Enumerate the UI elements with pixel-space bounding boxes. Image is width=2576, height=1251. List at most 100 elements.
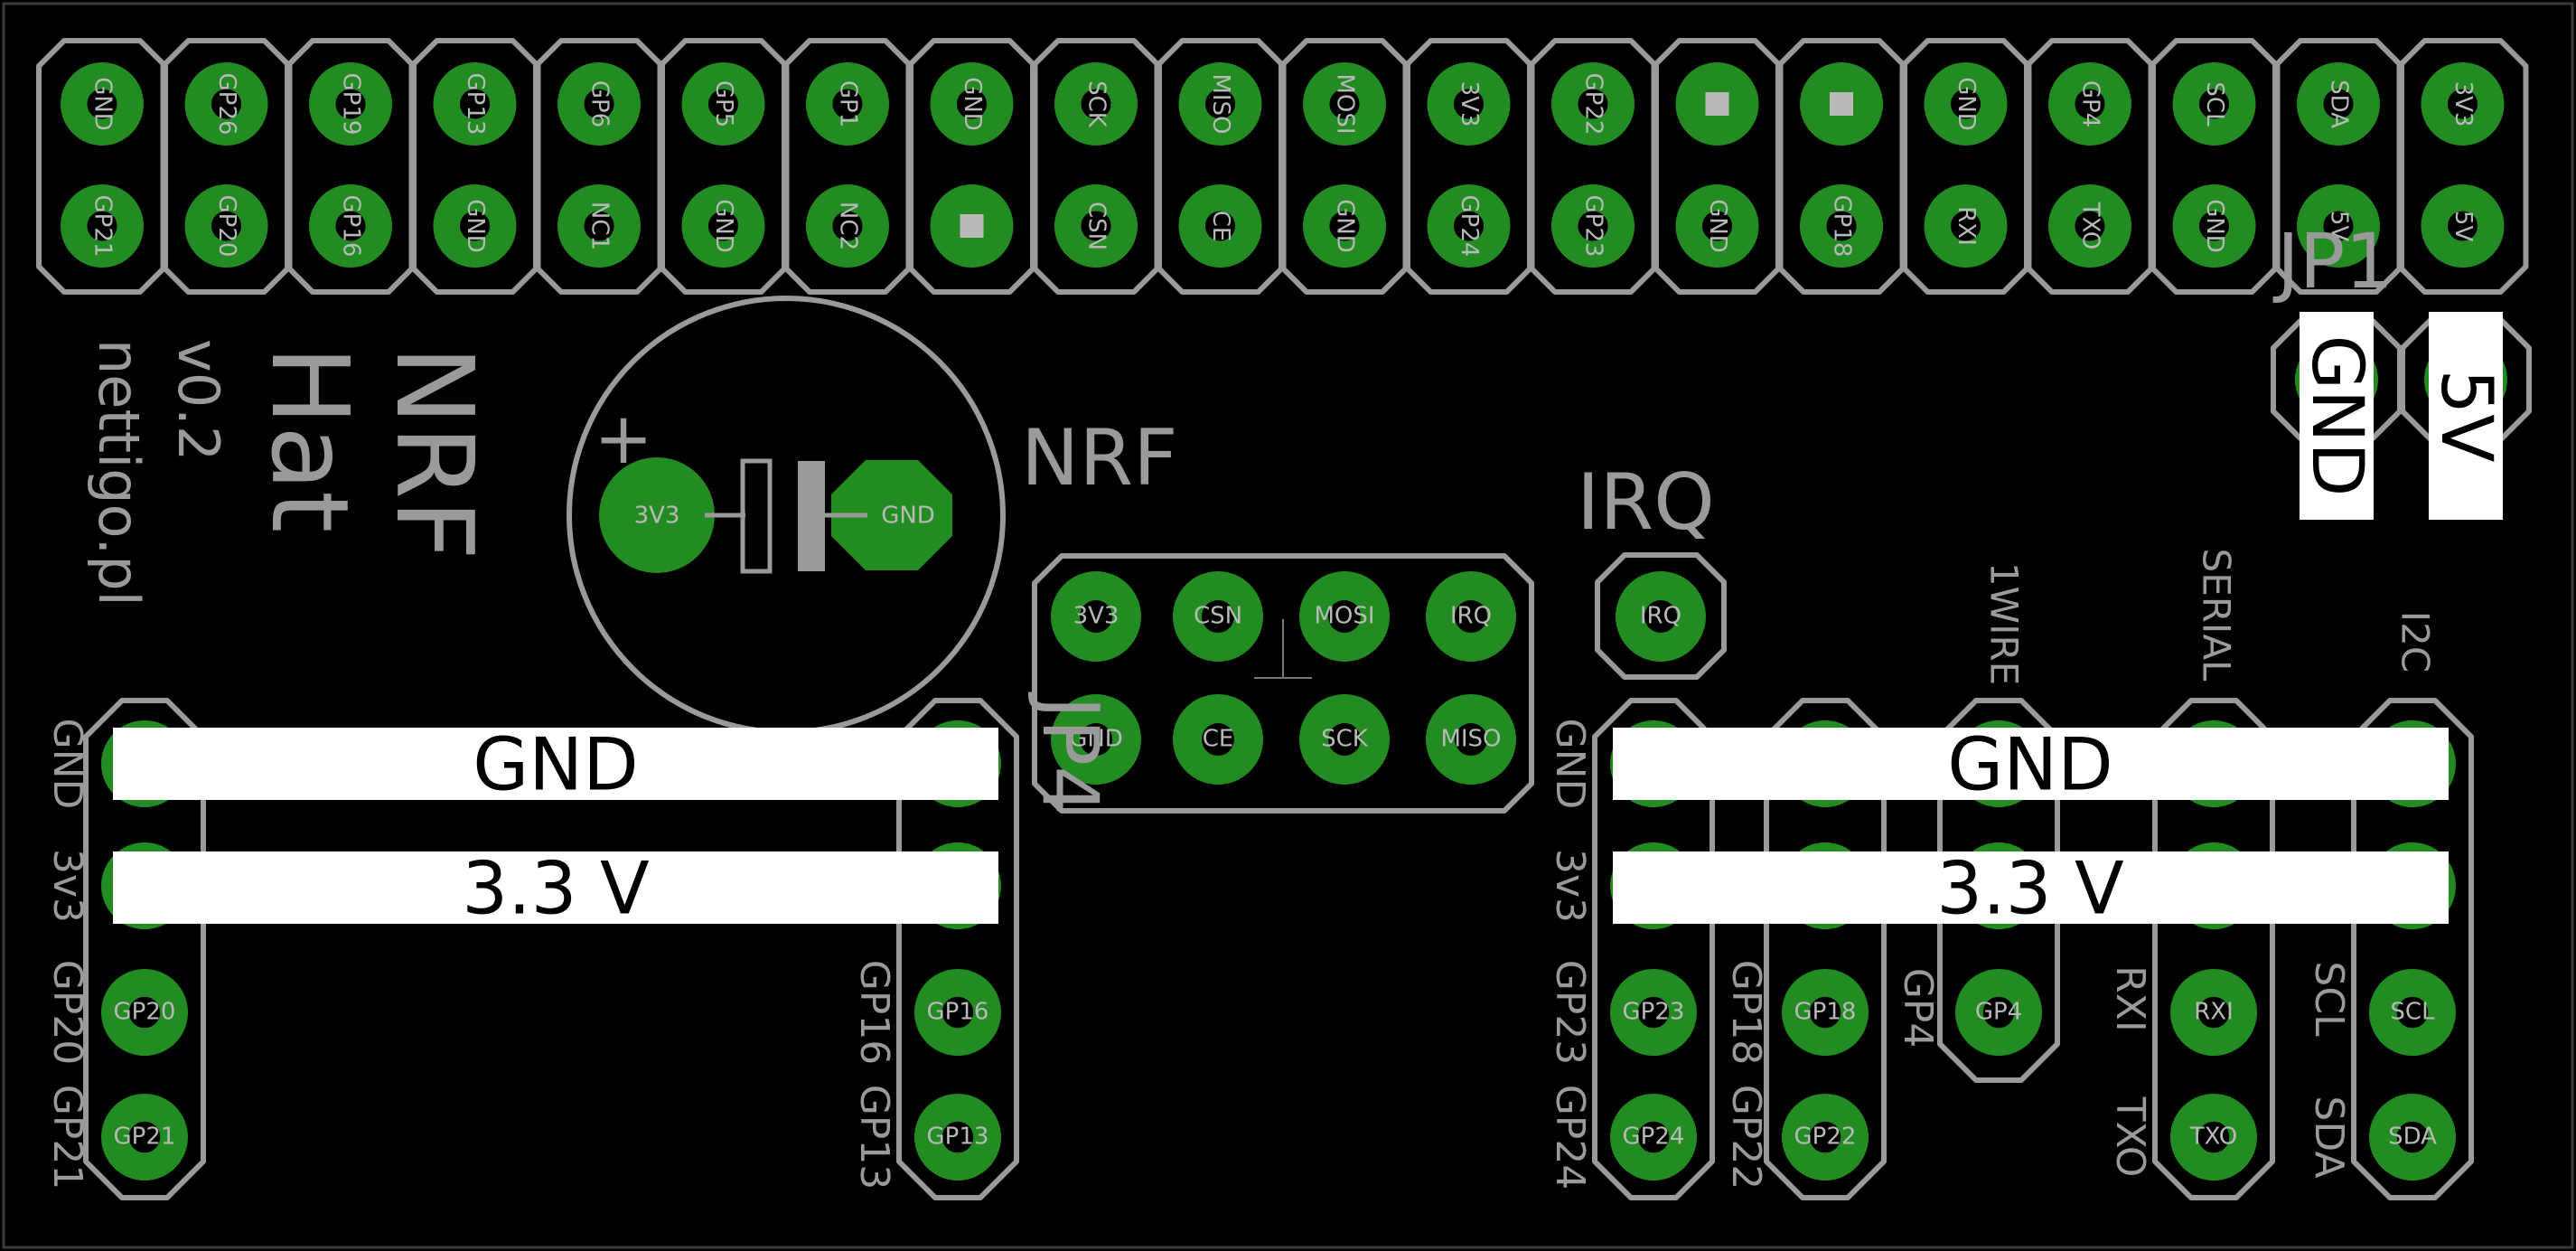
jp1-column-outline-13 bbox=[1527, 38, 1659, 295]
jp1-column-outline-15 bbox=[1775, 38, 1907, 295]
jp1-pad-top-4-drill bbox=[459, 89, 491, 119]
nrf-pin-row2-3: SCK bbox=[1321, 726, 1369, 753]
left-header-col1-outline bbox=[83, 698, 206, 1200]
right-label-gp22: GP22 bbox=[1723, 1085, 1769, 1190]
right-group-label-i2c: I2C bbox=[2393, 611, 2438, 673]
jp1-5v-label-bar bbox=[2429, 312, 2503, 520]
board-version: v0.2 bbox=[165, 339, 231, 461]
jp1-pad-top-1-drill bbox=[87, 89, 117, 119]
jp1-pin-bottom-4: GND bbox=[462, 199, 489, 253]
jp1-pin-bottom-6: GND bbox=[710, 199, 737, 253]
jp1-column-outline-9 bbox=[1030, 38, 1162, 295]
right-pad-col4-3-drill bbox=[2197, 996, 2230, 1029]
jp1-pad-bottom-15-drill bbox=[1826, 211, 1857, 241]
jp1-pad-top-8-drill bbox=[956, 89, 988, 119]
jp1-column-outline-12 bbox=[1402, 38, 1535, 295]
jp1-pin-top-9: SCK bbox=[1083, 80, 1110, 128]
jp1-pin-top-5: GP6 bbox=[586, 80, 614, 127]
right-pin-gp24: GP24 bbox=[1623, 1124, 1685, 1151]
jp1-column-outline-5 bbox=[533, 38, 665, 295]
jp1-5v-label: 5V bbox=[2425, 370, 2506, 463]
board-website: nettigo.pl bbox=[86, 339, 152, 607]
nrf-title: NRF bbox=[1021, 413, 1178, 503]
left-right-label-gp13: GP13 bbox=[851, 1085, 897, 1190]
jp1-pin-top-4: GP13 bbox=[462, 73, 489, 136]
left-3v3-bar bbox=[113, 851, 998, 924]
nrf-pad-row2-2-drill bbox=[1202, 723, 1234, 756]
right-pin-gp22: GP22 bbox=[1794, 1124, 1857, 1151]
jp1-pad-top-17-drill bbox=[2075, 89, 2105, 119]
jp1-pin-bottom-15: GP18 bbox=[1829, 195, 1856, 258]
jp1-column-outline-11 bbox=[1279, 38, 1410, 295]
right-3v3-bar bbox=[1613, 851, 2449, 924]
jp1-pin-top-11: MOSI bbox=[1332, 73, 1359, 134]
jp1-pad-bottom-14-drill bbox=[1701, 211, 1733, 241]
jp1-pad-bottom-2-drill bbox=[211, 211, 242, 241]
jp1-column-outline-4 bbox=[408, 38, 541, 295]
jp1-pad-top-11-drill bbox=[1329, 89, 1360, 119]
jp1-pin-top-13: GP22 bbox=[1580, 73, 1607, 136]
nrf-pad-row1-1-drill bbox=[1080, 600, 1112, 633]
left-pin-gp20: GP20 bbox=[114, 999, 176, 1026]
jp1-pad-bottom-17-drill bbox=[2075, 211, 2105, 241]
jp1-pin-top-16: GND bbox=[1953, 77, 1980, 131]
right-side-label-1: GND bbox=[1547, 719, 1593, 810]
nrf-pad-row2-1-drill bbox=[1080, 723, 1112, 756]
jp1-column-outline-20 bbox=[2396, 38, 2529, 295]
nrf-pin-row1-3: MOSI bbox=[1314, 603, 1374, 630]
jp1-column-outline-10 bbox=[1154, 38, 1287, 295]
right-label-scl: SCL bbox=[2306, 961, 2352, 1037]
capacitor-plate-positive bbox=[740, 458, 773, 574]
capacitor: + 3V3 GND bbox=[567, 296, 1006, 735]
jp1-pad-bottom-4-drill bbox=[459, 211, 491, 241]
nrf-pin-row1-1: 3V3 bbox=[1073, 603, 1119, 630]
jp1-pad-bottom-18-drill bbox=[2198, 211, 2230, 241]
jp1-pad-bottom-13-drill bbox=[1578, 211, 1608, 241]
jp1-column-outline-17 bbox=[2024, 38, 2156, 295]
capacitor-pin2-label: GND bbox=[881, 503, 935, 530]
jp1-pin-bottom-9: CSN bbox=[1083, 202, 1110, 250]
jp1-pin-top-6: GP5 bbox=[710, 80, 737, 127]
jp1-column-outline-18 bbox=[2148, 38, 2281, 295]
capacitor-pin1-label: 3V3 bbox=[634, 503, 680, 530]
jp1-pad-bottom-16-drill bbox=[1950, 211, 1981, 241]
left-gnd-bar-label: GND bbox=[473, 723, 638, 807]
right-group-label-1wire: 1WIRE bbox=[1982, 562, 2027, 685]
jp1-column-outline-7 bbox=[782, 38, 913, 295]
nrf-pin-row1-2: CSN bbox=[1194, 603, 1242, 630]
jp1-pad-top-14-square-mark bbox=[1705, 92, 1729, 116]
right-label-txo: TXO bbox=[2107, 1096, 2153, 1178]
left-gnd-bar bbox=[113, 728, 998, 800]
jp1-pin-top-12: 3V3 bbox=[1456, 81, 1483, 127]
jp1-pad-bottom-11-drill bbox=[1329, 211, 1360, 241]
right-pin-scl: SCL bbox=[2390, 999, 2435, 1026]
board-title-line1: NRF bbox=[372, 345, 497, 560]
left-pad-col2-4-drill bbox=[941, 1121, 974, 1153]
left-side-label-4: GP21 bbox=[44, 1085, 90, 1190]
jp1-pad-top-3-drill bbox=[335, 89, 366, 119]
jp1-pad-bottom-6-drill bbox=[707, 211, 739, 241]
left-pad-col1-3-drill bbox=[128, 996, 161, 1029]
jp1-column-outline-16 bbox=[1899, 38, 2032, 295]
irq-pin-label: IRQ bbox=[1640, 603, 1681, 630]
jp1-pad-top-6-drill bbox=[707, 89, 739, 119]
jp1-pin-top-10: MISO bbox=[1207, 73, 1234, 134]
jp1-pin-bottom-3: GP16 bbox=[338, 195, 365, 258]
jp1-label: JP1 bbox=[2272, 217, 2393, 306]
jp1-column-outline-3 bbox=[285, 38, 417, 295]
right-pin-rxi: RXI bbox=[2194, 999, 2234, 1026]
jp1-pad-bottom-5-drill bbox=[584, 211, 614, 241]
right-pin-sda: SDA bbox=[2388, 1124, 2437, 1151]
jp1-pad-bottom-3-drill bbox=[335, 211, 366, 241]
jp1-pin-bottom-14: GND bbox=[1704, 199, 1731, 253]
irq-outline bbox=[1595, 552, 1727, 680]
jp1-pin-top-20: 3V3 bbox=[2450, 81, 2477, 127]
jp1-pin-bottom-7: NC2 bbox=[835, 202, 862, 250]
jp1-pad-bottom-20-drill bbox=[2447, 211, 2478, 241]
jp1-column-outline-2 bbox=[160, 38, 293, 295]
right-group-label-serial: SERIAL bbox=[2195, 549, 2239, 682]
jp1-pin-bottom-18: GND bbox=[2201, 199, 2228, 253]
right-header-col1-outline bbox=[1592, 698, 1715, 1200]
